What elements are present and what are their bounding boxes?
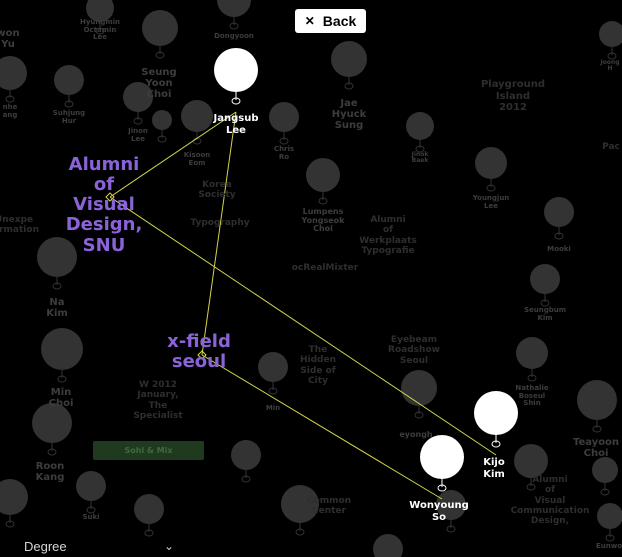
back-button[interactable]: ✕ Back — [295, 9, 366, 33]
person-node-na-kim[interactable] — [37, 237, 77, 290]
person-node-roon-kang[interactable] — [32, 403, 72, 456]
group-label-pac: Pac — [602, 142, 620, 152]
person-node-min-choi[interactable] — [41, 328, 83, 383]
person-node-teayoon-choi[interactable] — [577, 380, 617, 433]
person-label-youngjun-lee: Youngjun Lee — [472, 194, 510, 210]
group-label-korea-society: Korea Society — [198, 180, 236, 201]
focus-node-kijo-kim[interactable] — [474, 391, 518, 448]
back-button-label: Back — [322, 13, 357, 29]
person-label-teayoon-choi: Teayoon Choi — [572, 437, 620, 459]
chevron-down-icon: ⌄ — [163, 539, 174, 553]
person-label-nathalie-boseul-shin: Nathalie Boseul Shin — [515, 384, 549, 408]
person-label-min-choi: Min Choi — [48, 387, 74, 409]
bg-node[interactable] — [231, 440, 261, 483]
focus-person-label-jangsub-lee: Jangsub Lee — [213, 113, 259, 136]
person-node-joonghwan[interactable] — [599, 21, 622, 60]
degree-dropdown[interactable]: Degree ⌄ — [24, 536, 174, 556]
focus-group-label-x-field-seoul[interactable]: x-field seoul — [167, 331, 231, 373]
group-anchor-diamond — [105, 192, 115, 202]
person-label-roon-kang: Roon Kang — [35, 461, 65, 483]
person-node-suhjung-hur[interactable] — [54, 65, 84, 108]
close-icon: ✕ — [304, 14, 315, 28]
connection-line — [109, 196, 497, 456]
group-label-ocrealmixter: ocRealMixter — [291, 263, 359, 273]
group-label-alumni-visual-communication-design: Alumni of Visual Communication Design, — [510, 475, 590, 527]
group-anchor-diamond — [197, 350, 207, 360]
group-label-typography: Typography — [190, 218, 250, 228]
degree-dropdown-label: Degree — [24, 538, 67, 554]
person-node-eunwoo[interactable] — [597, 503, 622, 542]
person-label-suhjung-hur: Suhjung Hur — [52, 109, 86, 125]
focus-node-jangsub-lee[interactable] — [214, 48, 258, 105]
bg-node[interactable] — [592, 457, 618, 496]
person-node-jinon-lee[interactable] — [123, 82, 153, 125]
tag-sohl-mix-button[interactable]: Sohl & Mix — [93, 441, 204, 460]
person-label-na-kim: Na Kim — [46, 297, 68, 319]
bg-node[interactable] — [436, 490, 466, 533]
person-label-suki: Suki — [82, 513, 100, 521]
focus-person-label-kijo-kim: Kijo Kim — [483, 457, 505, 480]
person-label-seung-yoon-choi: Seung Yoon Choi — [141, 67, 177, 100]
person-node-hyungmin-octamin-lee[interactable] — [86, 0, 114, 35]
person-label-won-yu: won Yu — [0, 28, 20, 50]
tag-sohl-mix-label: Sohl & Mix — [124, 446, 173, 455]
bg-node[interactable] — [152, 110, 172, 143]
person-label-hyungmin-octamin-lee: Hyungmin Octamin Lee — [79, 18, 121, 42]
person-node-seung-yoon-choi[interactable] — [142, 10, 178, 59]
group-label-alumni-workplaces: Alumni of Werkplaats Typografie — [359, 215, 417, 257]
person-node-min[interactable] — [258, 352, 288, 395]
person-label-nhe-yang: nhe ang — [2, 103, 18, 119]
person-label-min: Min — [265, 404, 281, 412]
person-node-dongyoon[interactable] — [217, 0, 251, 30]
person-label-joonghwan: Joong H — [600, 59, 620, 73]
person-node-mooki[interactable] — [544, 197, 574, 240]
person-node-eyongh[interactable] — [401, 370, 437, 419]
bg-node[interactable] — [134, 494, 164, 537]
person-node-jae-hyuck-sung[interactable] — [331, 41, 367, 90]
person-node-kisoon-eom[interactable] — [181, 100, 213, 145]
person-label-jinon-lee: Jinon Lee — [128, 127, 148, 143]
person-label-eunwoo: Eunwo — [595, 542, 622, 550]
person-node-chris-ro[interactable] — [269, 102, 299, 145]
person-label-kisoon-eom: Kisoon Eom — [183, 151, 211, 167]
group-label-common-center: Common Center — [306, 496, 352, 517]
person-node-nhe-yang[interactable] — [0, 56, 27, 103]
person-label-mooki: Mooki — [547, 245, 571, 253]
person-label-seungbum-kim: Seungbum Kim — [523, 306, 567, 322]
person-label-eyongh: eyongh — [399, 430, 433, 439]
person-label-jinok-baek: Jinok Baek — [411, 151, 429, 165]
focus-node-wonyoung-so[interactable] — [420, 435, 464, 492]
group-label-the-hidden-side-of-city: The Hidden Side of City — [299, 345, 337, 387]
bg-node[interactable] — [514, 444, 548, 491]
person-node-suki[interactable] — [76, 471, 106, 514]
connection-line — [201, 354, 443, 500]
connection-line — [201, 111, 237, 356]
person-node-jinok-baek[interactable] — [406, 112, 434, 153]
connection-line — [109, 111, 237, 198]
person-label-dongyoon: Dongyoon — [214, 32, 254, 40]
group-label-w2012-january: W 2012 January, The Specialist — [133, 380, 183, 422]
bg-node[interactable] — [0, 479, 28, 528]
group-label-unexpected-information: Unexpe formation — [0, 215, 39, 236]
bg-node[interactable] — [373, 534, 403, 557]
person-node-lumpens-yongseok-choi[interactable] — [306, 158, 340, 205]
bg-node[interactable] — [281, 485, 319, 536]
person-node-youngjun-lee[interactable] — [475, 147, 507, 192]
person-label-chris-ro: Chris Ro — [273, 145, 295, 161]
focus-group-label-alumni-visual-design-snu[interactable]: Alumni of Visual Design, SNU — [65, 155, 143, 256]
person-label-jae-hyuck-sung: Jae Hyuck Sung — [331, 98, 367, 131]
group-label-playground-island: Playground Island 2012 — [480, 79, 546, 113]
person-node-nathalie-boseul-shin[interactable] — [516, 337, 548, 382]
focus-person-label-wonyoung-so: Wonyoung So — [409, 500, 469, 523]
group-label-eyebeam-roadshow-seoul: Eyebeam Roadshow Seoul — [388, 335, 440, 366]
person-node-seungbum-kim[interactable] — [530, 264, 560, 307]
person-label-lumpens-yongseok-choi: Lumpens Yongseok Choi — [301, 207, 345, 234]
